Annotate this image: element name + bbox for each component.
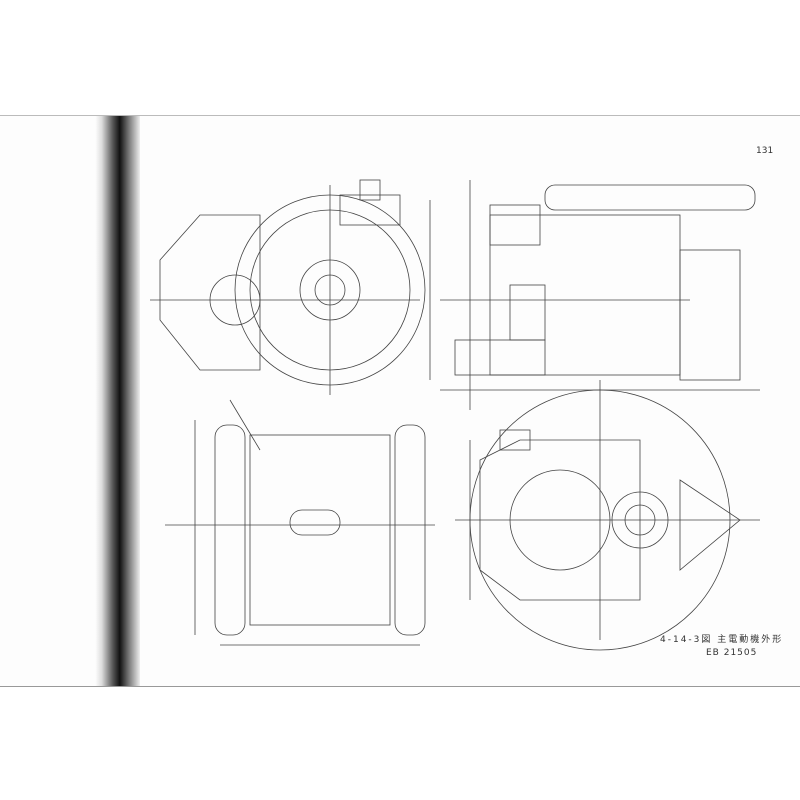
book-gutter <box>95 116 140 686</box>
figure-caption: 4-14-3図 主電動機外形 <box>660 635 784 645</box>
end-view-bottom-right <box>455 380 760 651</box>
drawing-code: EB 21505 <box>706 648 758 658</box>
page-number: 131 <box>756 146 774 156</box>
side-view-top-right <box>440 180 760 410</box>
end-view-top-left <box>150 179 431 395</box>
plan-view-bottom-left <box>165 399 435 646</box>
